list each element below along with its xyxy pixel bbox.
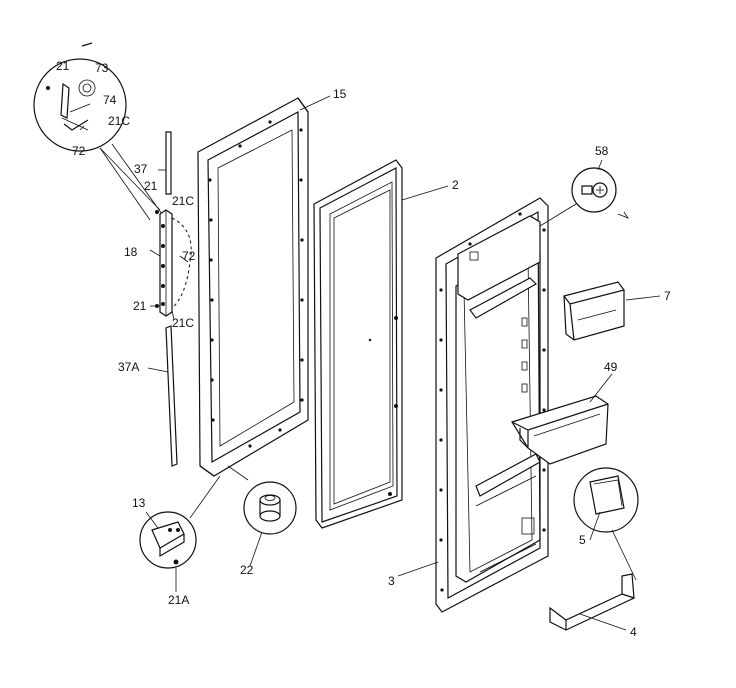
trim-strip-37A (165, 325, 178, 467)
label-15: 15 (333, 87, 347, 101)
label-21-lower: 21 (133, 299, 147, 313)
label-7: 7 (664, 289, 671, 303)
label-74: 74 (103, 93, 117, 107)
label-49: 49 (604, 360, 618, 374)
label-21-upper: 21 (144, 179, 158, 193)
label-3: 3 (388, 574, 395, 588)
label-73: 73 (95, 61, 109, 75)
screw-detail-58 (539, 167, 630, 227)
hinge-18 (155, 209, 192, 317)
panel-screw-holes (439, 212, 546, 592)
label-58: 58 (595, 144, 609, 158)
label-13: 13 (132, 496, 146, 510)
label-72-detail: 72 (72, 144, 86, 158)
label-2: 2 (452, 178, 459, 192)
part-5-detail-circle (573, 467, 639, 581)
bracket-4 (549, 573, 635, 631)
part-labels: 15 2 58 7 49 5 4 3 22 13 21A 37A 18 37 2… (56, 59, 671, 639)
label-21-detail: 21 (56, 59, 70, 73)
label-37A: 37A (118, 360, 139, 374)
label-5: 5 (579, 533, 586, 547)
trim-strip-37 (165, 131, 172, 195)
bin-cover-7 (563, 281, 625, 341)
label-21C-lower: 21C (172, 316, 194, 330)
inner-door-panel-3 (435, 197, 549, 613)
frame-screw-holes (208, 120, 304, 448)
door-bin-49 (511, 395, 609, 465)
bushing-detail-22 (227, 465, 297, 535)
label-72-mid: 72 (182, 249, 196, 263)
hinge-bracket-detail-13 (139, 475, 221, 569)
label-leader-lines (145, 95, 661, 631)
label-21A: 21A (168, 593, 189, 607)
label-21C-upper: 21C (172, 194, 194, 208)
hinge-detail-circle (33, 42, 127, 152)
label-4: 4 (630, 625, 637, 639)
label-18: 18 (124, 245, 138, 259)
door-frame-15 (197, 97, 309, 477)
door-gasket-2 (313, 159, 403, 529)
label-37: 37 (134, 162, 148, 176)
label-21C-detail: 21C (108, 114, 130, 128)
label-22: 22 (240, 563, 254, 577)
detail-leader-lines (99, 143, 163, 221)
